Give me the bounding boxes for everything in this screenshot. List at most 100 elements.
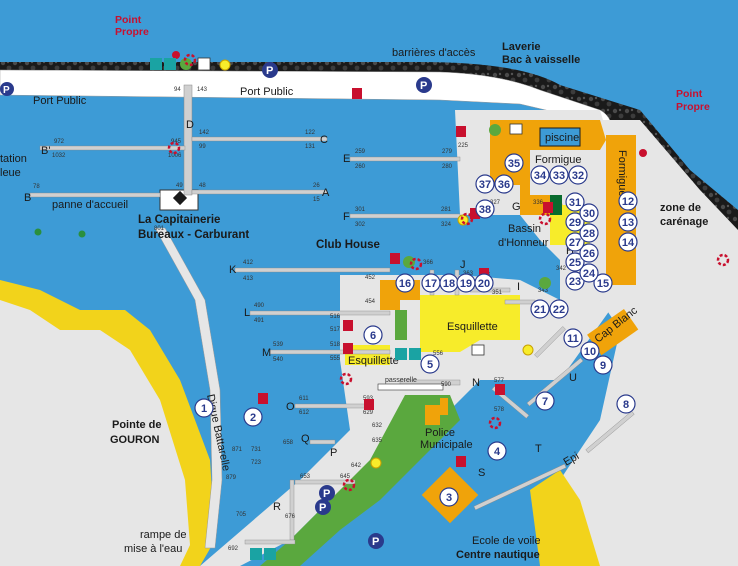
- pier-number: 26: [313, 183, 320, 189]
- pier-number: 556: [433, 351, 444, 357]
- esquillette-yellow: [420, 295, 520, 352]
- svg-text:35: 35: [508, 158, 520, 170]
- svg-text:20: 20: [478, 278, 490, 290]
- point-propre-2-marker: [639, 149, 647, 157]
- lifebuoy-icons: [167, 53, 730, 492]
- pier-number: 676: [285, 514, 296, 520]
- pier-number: 279: [442, 149, 453, 155]
- toilet-icon: [395, 348, 407, 360]
- marker-17: 17: [421, 273, 441, 293]
- marker-8: 8: [616, 394, 636, 414]
- piscine-label: piscine: [545, 132, 579, 144]
- svg-text:5: 5: [427, 359, 433, 371]
- pier-number: 280: [442, 164, 453, 170]
- marker-29: 29: [565, 212, 585, 232]
- station-line2: leue: [0, 167, 21, 179]
- station-line1: tation: [0, 153, 27, 165]
- pier-number: 342: [556, 266, 567, 272]
- pier-number: 653: [300, 474, 311, 480]
- marker-11: 11: [563, 328, 583, 348]
- lifebuoy-icon: [716, 253, 730, 267]
- pier-letter-n: N: [472, 377, 480, 389]
- parking-icon: P: [319, 485, 335, 501]
- yellow-dot-icon: [370, 457, 382, 469]
- police-line1: Police: [425, 427, 455, 439]
- svg-text:22: 22: [553, 304, 565, 316]
- svg-text:16: 16: [399, 278, 411, 290]
- svg-text:3: 3: [446, 492, 452, 504]
- formigue-label-1: Formigue: [535, 154, 581, 166]
- pier-number: 281: [441, 207, 452, 213]
- cap-blanc-building: [587, 308, 639, 356]
- pier-letter-u: U: [569, 372, 577, 384]
- yellow-dot-icon: [522, 344, 534, 356]
- pier-number: 324: [441, 222, 452, 228]
- port-public-2: Port Public: [240, 86, 294, 98]
- svg-text:18: 18: [443, 278, 455, 290]
- pier-number: 48: [199, 183, 206, 189]
- port-public-1: Port Public: [33, 95, 87, 107]
- pier-number: 801: [154, 226, 165, 232]
- wheelchair-icon: [409, 348, 421, 360]
- svg-text:36: 36: [498, 179, 510, 191]
- pier-number: 577: [494, 378, 505, 384]
- svg-text:31: 31: [569, 197, 581, 209]
- pier-number: 642: [351, 463, 362, 469]
- marker-15: 15: [593, 273, 613, 293]
- marker-16: 16: [395, 273, 415, 293]
- pier-number: 452: [365, 275, 376, 281]
- marker-20: 20: [474, 273, 494, 293]
- marker-26: 26: [579, 243, 599, 263]
- svg-text:P: P: [266, 65, 273, 77]
- pier-number: 635: [372, 438, 383, 444]
- pier-number: 491: [254, 318, 265, 324]
- trolley-icon: [197, 57, 211, 71]
- beach-right: [530, 470, 600, 566]
- pier-numbers: 94 143 972 1032 945 1006 142 99 122 131 …: [33, 87, 567, 552]
- barrieres-label: barrières d'accès: [392, 47, 476, 59]
- pier-letter-g: G: [512, 201, 521, 213]
- pier-number: 413: [243, 276, 254, 282]
- ecole-line2: Centre nautique: [456, 549, 540, 561]
- pier-letter-i: I: [517, 281, 520, 293]
- fire-extinguisher-icon: [495, 384, 505, 395]
- marker-4: 4: [487, 441, 507, 461]
- right-land: [560, 120, 738, 566]
- svg-text:P: P: [323, 488, 330, 500]
- marker-18: 18: [439, 273, 459, 293]
- pier-number: 658: [283, 440, 294, 446]
- pier-number: 632: [372, 423, 383, 429]
- marker-34: 34: [530, 165, 550, 185]
- pier-number: 723: [251, 460, 262, 466]
- pier-number: 366: [423, 260, 434, 266]
- pointe-gouron-inner: [0, 300, 190, 566]
- point-propre-1-line2: Propre: [115, 26, 149, 38]
- pier-letter-c: C: [320, 134, 328, 146]
- pier-letter-j: J: [460, 259, 466, 271]
- point-propre-2-line2: Propre: [676, 101, 710, 113]
- pointe-line2: GOURON: [110, 434, 160, 446]
- pier-number: 49: [176, 183, 183, 189]
- svg-text:10: 10: [584, 346, 596, 358]
- marker-10: 10: [580, 341, 600, 361]
- svg-text:24: 24: [583, 268, 596, 280]
- pier-number: 301: [355, 207, 366, 213]
- svg-text:P: P: [372, 536, 379, 548]
- pier-letter-m: M: [262, 347, 271, 359]
- pier-letters: A B B' C D E F G H I J K L M N O P Q R S…: [24, 119, 577, 513]
- marker-23: 23: [565, 271, 585, 291]
- pier-number: 131: [305, 144, 316, 150]
- capitainerie-line2: Bureaux - Carburant: [138, 229, 249, 241]
- pier-number: 78: [33, 184, 40, 190]
- piscine-pool: [539, 127, 581, 147]
- lifebuoy-icon: [342, 478, 356, 492]
- pier-number: 302: [355, 222, 366, 228]
- marker-2: 2: [243, 407, 263, 427]
- laverie-line2: Bac à vaisselle: [502, 54, 580, 66]
- marker-32: 32: [568, 165, 588, 185]
- marker-7: 7: [535, 391, 555, 411]
- capitainerie-diamond-icon: [172, 190, 188, 206]
- lifebuoy-icon: [183, 53, 197, 67]
- svg-text:2: 2: [250, 412, 256, 424]
- fire-extinguisher-icon: [258, 393, 268, 404]
